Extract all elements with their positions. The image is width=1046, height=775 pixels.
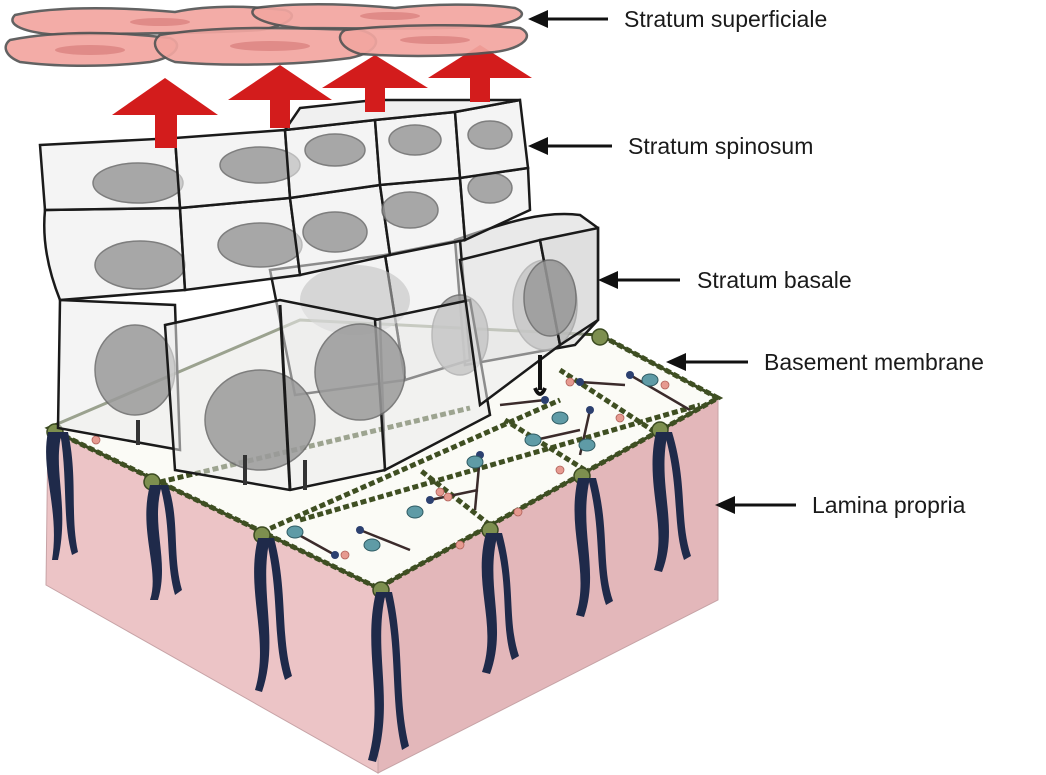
spinous-nucleus [381, 191, 439, 229]
fiber-bundle [652, 432, 669, 572]
fiber-bundle [384, 592, 409, 750]
squamous-nucleus [360, 12, 420, 20]
membrane-seam [299, 402, 701, 523]
spinous-nucleus [92, 162, 184, 204]
membrane-proteins [286, 373, 659, 552]
pointer-arrow-head [528, 10, 548, 28]
squamous-nucleus [130, 18, 190, 26]
migration-arrows [112, 45, 532, 148]
spinous-nucleus [302, 211, 368, 253]
spinous-nucleus [388, 124, 442, 156]
fiber-bundle [494, 533, 519, 660]
spinous-nucleus [94, 240, 186, 290]
fiber-bundle [368, 592, 386, 762]
label-spinosum: Stratum spinosum [528, 133, 813, 159]
spinous-nucleus [467, 172, 513, 204]
basement-membrane-edge [46, 332, 724, 591]
membrane-seam [418, 468, 492, 527]
squamous-nucleus [400, 36, 470, 44]
label-lamina-propria: Lamina propria [812, 492, 966, 518]
label-basement-membrane: Basement membrane [764, 349, 984, 375]
fiber-bundle [46, 432, 63, 560]
spinous-nucleus [217, 222, 303, 268]
red-up-arrow [228, 65, 332, 128]
label-stratum-spinosum: Stratum spinosum [628, 133, 813, 159]
fiber-bundle [588, 478, 613, 605]
red-up-arrow [428, 45, 532, 102]
fiber-bundle [254, 538, 270, 692]
basal-nucleus [523, 259, 577, 337]
pointer-arrow-head [598, 271, 618, 289]
lamina-fibers [46, 432, 691, 762]
label-stratum-superficiale: Stratum superficiale [624, 6, 827, 32]
fiber-bundle [60, 432, 78, 555]
membrane-seam [260, 397, 562, 535]
pointer-arrow-head [528, 137, 548, 155]
fiber-bundle [266, 538, 292, 680]
label-stratum-basale: Stratum basale [697, 267, 852, 293]
hemidesmosome-mark [533, 355, 547, 396]
basal-nucleus [314, 323, 406, 421]
stratum-superficiale-layer [4, 2, 528, 68]
label-superficiale: Stratum superficiale [528, 6, 827, 32]
squamous-nucleus [55, 45, 125, 55]
basal-nucleus [94, 324, 176, 416]
label-basement: Basement membrane [666, 349, 984, 375]
fiber-bundle [481, 533, 498, 674]
fiber-bundle [664, 432, 691, 560]
pointer-arrow-head [666, 353, 686, 371]
membrane-seam [503, 417, 587, 473]
stratum-basale-layer [56, 212, 600, 492]
red-up-arrow [112, 78, 218, 148]
anchor-node [591, 328, 609, 346]
label-lamina: Lamina propria [715, 492, 966, 518]
fiber-bundle [160, 485, 182, 595]
pointer-arrow-head [715, 496, 735, 514]
basal-nucleus [204, 369, 316, 471]
label-basale: Stratum basale [598, 267, 852, 293]
spinous-nucleus [304, 133, 366, 167]
fiber-bundle [574, 478, 591, 617]
red-up-arrow [322, 55, 428, 112]
pink-collagen-dots [91, 377, 670, 560]
basal-cell [373, 298, 492, 472]
squamous-nucleus [230, 41, 310, 51]
fiber-bundle [146, 485, 162, 600]
spinous-nucleus [467, 120, 513, 150]
stratum-spinosum-layer [38, 98, 532, 302]
